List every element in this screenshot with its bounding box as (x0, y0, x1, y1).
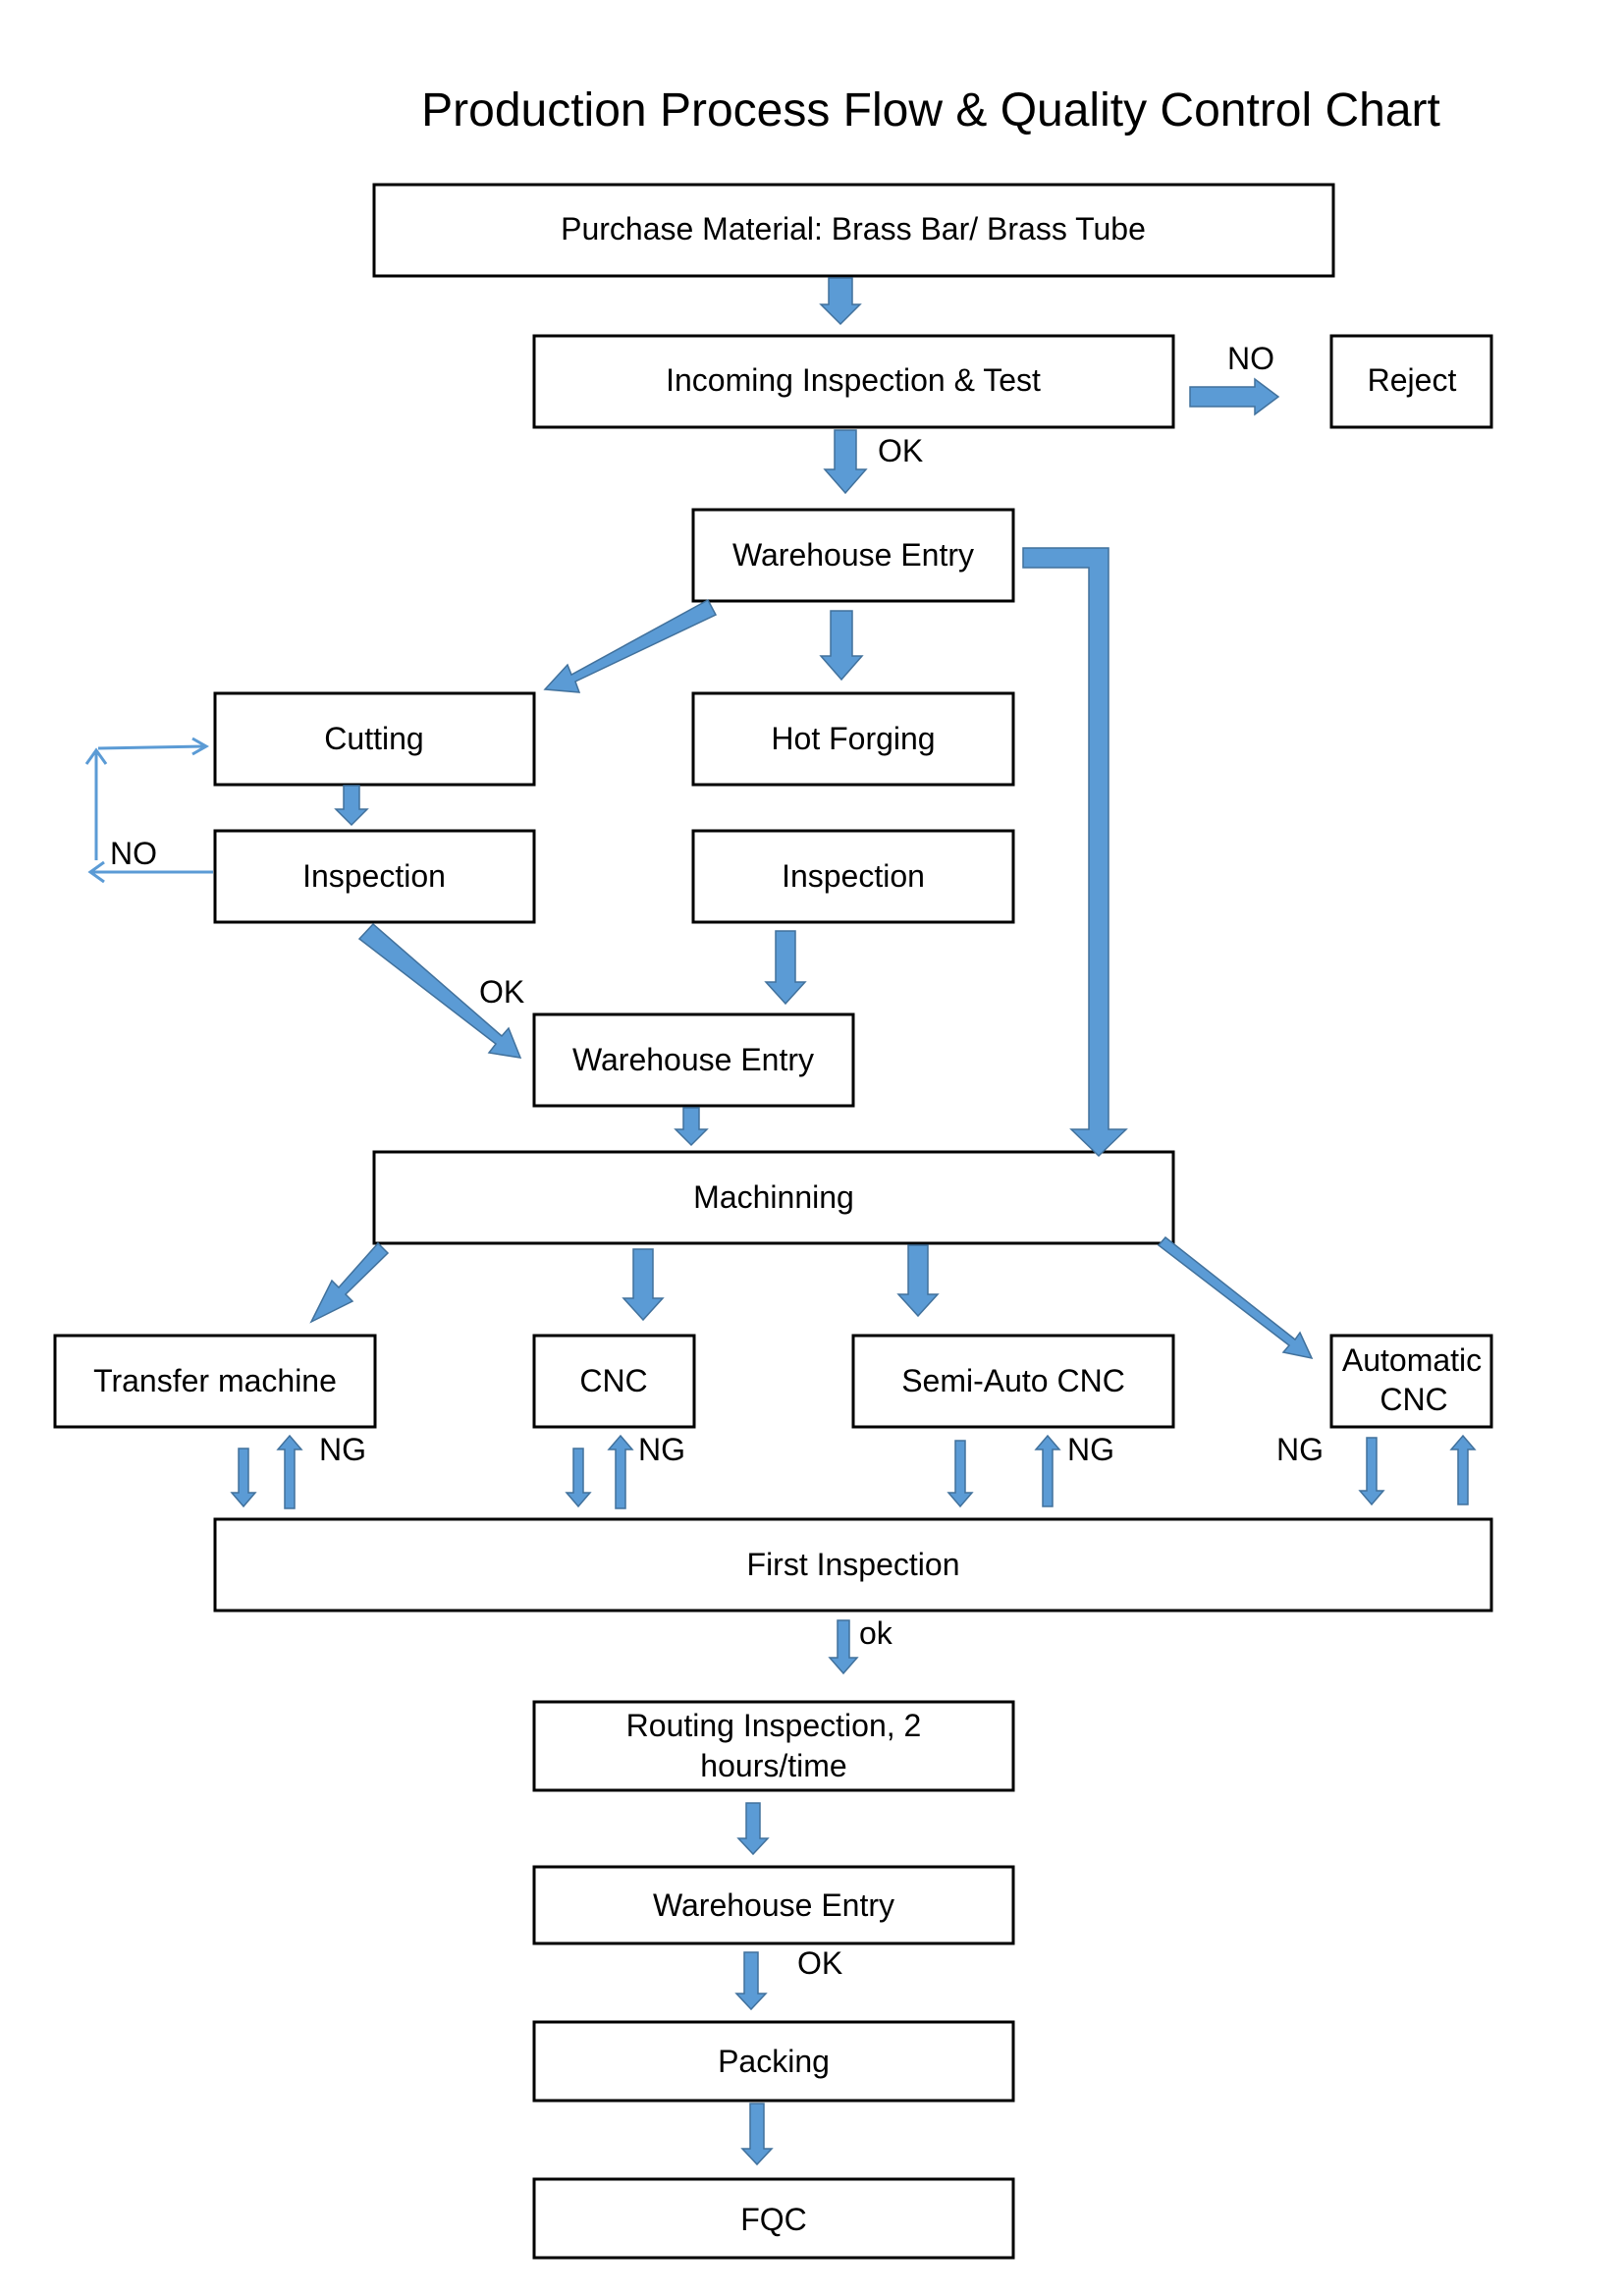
node-reject-label: Reject (1368, 362, 1457, 398)
arrow-forging-inspection-to-warehouse2 (764, 930, 807, 1006)
label-ok-cutting: OK (479, 974, 524, 1010)
arrow-warehouse-to-hot-forging (819, 610, 864, 682)
loop-arrowhead-up (84, 747, 108, 765)
node-hot-forging-label: Hot Forging (771, 721, 935, 756)
node-cutting: Cutting (213, 691, 536, 787)
arrow-up-semi-auto-ng (1034, 1434, 1061, 1507)
label-ng-transfer: NG (319, 1432, 366, 1467)
arrow-cutting-to-inspection (334, 785, 369, 827)
node-routing-inspection-label-2: hours/time (700, 1748, 846, 1783)
node-cnc-label: CNC (579, 1363, 647, 1398)
node-automatic-cnc-label-2: CNC (1380, 1382, 1447, 1417)
label-ok-first-inspection: ok (859, 1615, 893, 1651)
node-semi-auto-cnc-label: Semi-Auto CNC (901, 1363, 1125, 1398)
arrow-machining-to-transfer (309, 1241, 390, 1324)
node-fqc-label: FQC (740, 2202, 807, 2237)
label-no-cutting: NO (110, 836, 157, 871)
arrow-down-semi-auto (947, 1440, 974, 1508)
label-ok-warehouse3: OK (797, 1945, 842, 1981)
label-ok-incoming: OK (878, 433, 923, 468)
block-arrows (230, 277, 1477, 2166)
node-machining: Machinning (372, 1150, 1175, 1245)
arrow-down-automatic (1358, 1437, 1385, 1506)
arrow-warehouse-to-machining-long (1022, 547, 1128, 1158)
node-purchase-material: Purchase Material: Brass Bar/ Brass Tube (372, 183, 1335, 278)
arrow-packing-to-fqc (740, 2103, 774, 2166)
node-warehouse-entry-3-label: Warehouse Entry (653, 1887, 894, 1923)
node-reject: Reject (1329, 334, 1493, 429)
node-transfer-machine-label: Transfer machine (93, 1363, 337, 1398)
arrow-up-automatic-ng (1449, 1434, 1477, 1505)
node-packing-label: Packing (718, 2044, 830, 2079)
node-warehouse-entry-1: Warehouse Entry (691, 508, 1015, 603)
arrow-down-cnc (565, 1448, 592, 1508)
label-ng-semi-auto: NG (1067, 1432, 1114, 1467)
node-routing-inspection: Routing Inspection, 2 hours/time (532, 1700, 1015, 1792)
loop-arrowhead-right (191, 737, 210, 756)
node-inspection-cutting-label: Inspection (302, 858, 446, 894)
node-fqc: FQC (532, 2177, 1015, 2260)
label-ng-automatic: NG (1276, 1432, 1324, 1467)
arrow-down-transfer (230, 1448, 257, 1508)
node-warehouse-entry-2: Warehouse Entry (532, 1012, 855, 1108)
node-warehouse-entry-1-label: Warehouse Entry (732, 537, 974, 573)
node-inspection-forging-label: Inspection (782, 858, 925, 894)
node-first-inspection: First Inspection (213, 1517, 1493, 1613)
loop-arrow-inspection-to-cutting (84, 737, 213, 884)
node-purchase-material-label: Purchase Material: Brass Bar/ Brass Tube (561, 211, 1146, 246)
arrow-incoming-to-reject (1189, 377, 1280, 416)
node-warehouse-entry-3: Warehouse Entry (532, 1865, 1015, 1945)
node-semi-auto-cnc: Semi-Auto CNC (851, 1334, 1175, 1429)
node-incoming-inspection-label: Incoming Inspection & Test (666, 362, 1041, 398)
node-packing: Packing (532, 2020, 1015, 2103)
node-inspection-cutting: Inspection (213, 829, 536, 924)
node-first-inspection-label: First Inspection (747, 1547, 960, 1582)
node-inspection-forging: Inspection (691, 829, 1015, 924)
arrow-machining-to-cnc (622, 1248, 665, 1322)
node-transfer-machine: Transfer machine (53, 1334, 377, 1429)
node-cutting-label: Cutting (324, 721, 423, 756)
node-machining-label: Machinning (693, 1179, 854, 1215)
node-automatic-cnc-label-1: Automatic (1342, 1342, 1482, 1378)
arrow-up-cnc-ng (607, 1434, 634, 1509)
arrow-routing-to-warehouse3 (736, 1802, 770, 1856)
arrow-incoming-to-warehouse (823, 429, 868, 495)
node-automatic-cnc: Automatic CNC (1329, 1334, 1493, 1429)
loop-arrowhead-left (87, 860, 105, 884)
arrow-machining-to-automatic (1157, 1235, 1314, 1360)
node-warehouse-entry-2-label: Warehouse Entry (572, 1042, 814, 1077)
arrow-warehouse2-to-machining (674, 1107, 709, 1147)
loop-line-right (97, 744, 205, 750)
arrow-inspection-to-warehouse2 (357, 922, 522, 1059)
arrow-warehouse3-to-packing (734, 1951, 768, 2011)
arrow-purchase-to-incoming (819, 277, 862, 326)
arrow-up-transfer-ng (276, 1434, 303, 1509)
node-routing-inspection-label-1: Routing Inspection, 2 (626, 1708, 922, 1743)
arrow-warehouse-to-cutting (543, 598, 718, 693)
node-incoming-inspection: Incoming Inspection & Test (532, 334, 1175, 429)
diagram-title: Production Process Flow & Quality Contro… (421, 84, 1440, 137)
label-ng-cnc: NG (638, 1432, 685, 1467)
node-hot-forging: Hot Forging (691, 691, 1015, 787)
arrow-machining-to-semi-auto (896, 1244, 940, 1318)
node-cnc: CNC (532, 1334, 696, 1429)
arrow-first-to-routing (828, 1619, 859, 1675)
label-no-reject: NO (1227, 341, 1274, 376)
